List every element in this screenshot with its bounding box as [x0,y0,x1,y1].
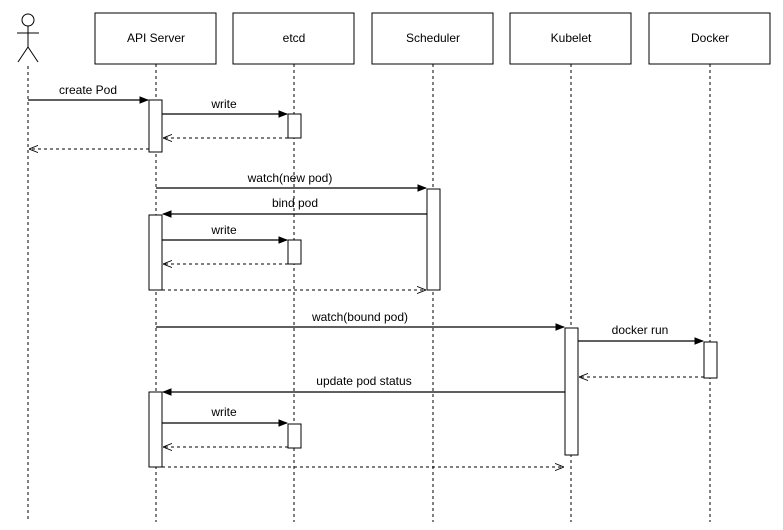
activation-etcd-2 [287,239,302,265]
message-write-2: write [162,223,288,244]
message-label: watch(new pod) [247,171,333,185]
participant-api-server: API Server [94,12,217,65]
participant-kubelet: Kubelet [509,12,632,65]
activation-api-2 [148,214,163,291]
activation-api-3 [148,391,163,468]
activation-etcd-1 [287,113,302,139]
activation-api-1 [148,99,163,153]
message-label: bind pod [272,196,318,210]
message-update-pod-status: update pod status [162,374,565,396]
message-label: watch(bound pod) [311,310,408,324]
participant-etcd: etcd [232,12,355,65]
message-watch-bound-pod: watch(bound pod) [156,310,565,331]
message-write-3: write [162,405,288,427]
participant-label: Kubelet [551,31,592,45]
message-label: create Pod [59,83,117,97]
message-label: write [210,97,237,111]
message-docker-run: docker run [578,323,704,345]
message-label: write [210,405,237,419]
activation-kubelet-1 [564,327,579,456]
activation-docker-1 [703,341,718,379]
message-bind-pod: bind pod [162,196,427,218]
message-create-pod: create Pod [28,83,149,104]
participant-label: API Server [127,31,185,45]
participant-docker: Docker [648,12,771,65]
message-label: docker run [612,323,669,337]
participant-scheduler: Scheduler [371,12,494,65]
message-write-1: write [162,97,288,118]
actor-icon [17,13,39,63]
activation-scheduler-1 [426,188,441,291]
message-label: update pod status [316,374,411,388]
activation-etcd-3 [287,423,302,449]
message-watch-new-pod: watch(new pod) [156,171,427,192]
participant-label: Docker [691,31,729,45]
participant-label: Scheduler [406,31,460,45]
participant-label: etcd [283,31,306,45]
message-label: write [210,223,237,237]
